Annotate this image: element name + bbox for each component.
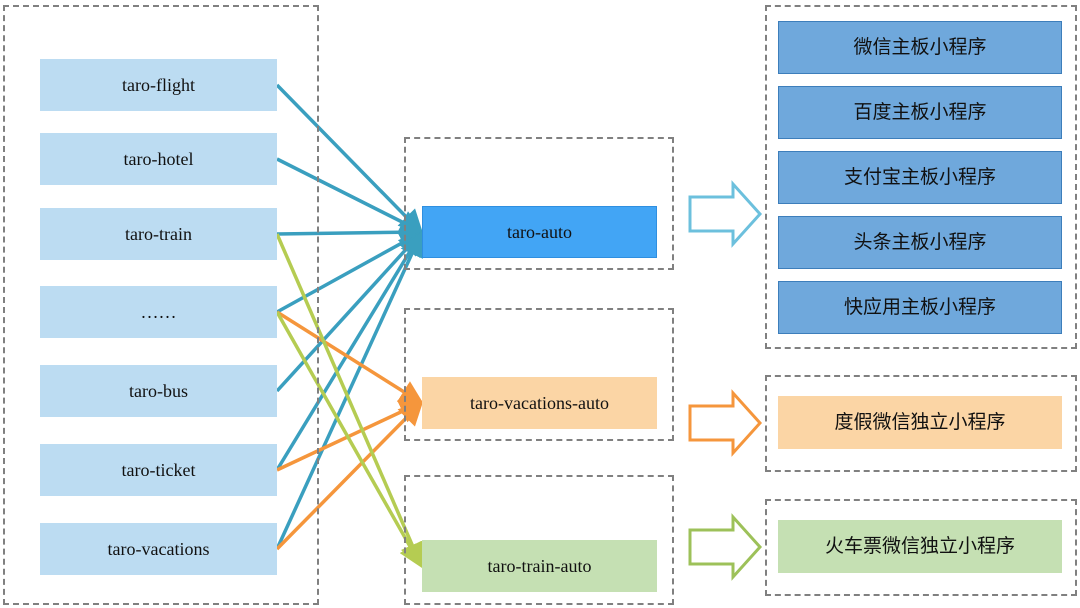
- source-box-label: taro-flight: [122, 74, 195, 95]
- output-box-label: 百度主板小程序: [853, 100, 987, 123]
- arrow-to-main-miniprograms: [688, 180, 763, 248]
- build-box-taro-train-auto[interactable]: taro-train-auto: [422, 540, 657, 592]
- output-box-wechat-main[interactable]: 微信主板小程序: [778, 21, 1062, 74]
- output-box-vacations-wechat[interactable]: 度假微信独立小程序: [778, 396, 1062, 449]
- output-box-label: 支付宝主板小程序: [843, 165, 996, 188]
- source-box-taro-train[interactable]: taro-train: [40, 208, 277, 260]
- train-miniprogram-group-frame: [765, 499, 1077, 596]
- source-box-label: ……: [140, 301, 177, 322]
- source-box-taro-ticket[interactable]: taro-ticket: [40, 444, 277, 496]
- source-box-taro-bus[interactable]: taro-bus: [40, 365, 277, 417]
- output-box-baidu-main[interactable]: 百度主板小程序: [778, 86, 1062, 139]
- source-box-label: taro-bus: [129, 380, 188, 401]
- output-box-label: 火车票微信独立小程序: [824, 534, 1015, 557]
- build-box-label: taro-train-auto: [487, 555, 592, 576]
- output-box-alipay-main[interactable]: 支付宝主板小程序: [778, 151, 1062, 204]
- source-box-label: taro-vacations: [107, 538, 210, 559]
- build-box-label: taro-vacations-auto: [470, 392, 609, 413]
- source-box-label: taro-ticket: [121, 459, 196, 480]
- vacations-miniprogram-group-frame: [765, 375, 1077, 472]
- main-miniprograms-group-frame: [765, 5, 1077, 349]
- output-box-train-wechat[interactable]: 火车票微信独立小程序: [778, 520, 1062, 573]
- output-box-toutiao-main[interactable]: 头条主板小程序: [778, 216, 1062, 269]
- output-box-label: 快应用主板小程序: [843, 295, 996, 318]
- source-box-taro-hotel[interactable]: taro-hotel: [40, 133, 277, 185]
- output-box-label: 微信主板小程序: [853, 35, 987, 58]
- source-box-ellipsis[interactable]: ……: [40, 286, 277, 338]
- arrow-to-train-miniprogram: [688, 513, 763, 581]
- arrow-to-vacations-miniprogram: [688, 389, 763, 457]
- output-box-label: 头条主板小程序: [853, 230, 987, 253]
- source-box-taro-vacations[interactable]: taro-vacations: [40, 523, 277, 575]
- source-box-taro-flight[interactable]: taro-flight: [40, 59, 277, 111]
- output-box-quickapp-main[interactable]: 快应用主板小程序: [778, 281, 1062, 334]
- build-box-taro-vacations-auto[interactable]: taro-vacations-auto: [422, 377, 657, 429]
- source-box-label: taro-hotel: [123, 148, 194, 169]
- build-box-label: taro-auto: [507, 221, 572, 242]
- output-box-label: 度假微信独立小程序: [834, 410, 1006, 433]
- build-box-taro-auto[interactable]: taro-auto: [422, 206, 657, 258]
- source-box-label: taro-train: [125, 223, 192, 244]
